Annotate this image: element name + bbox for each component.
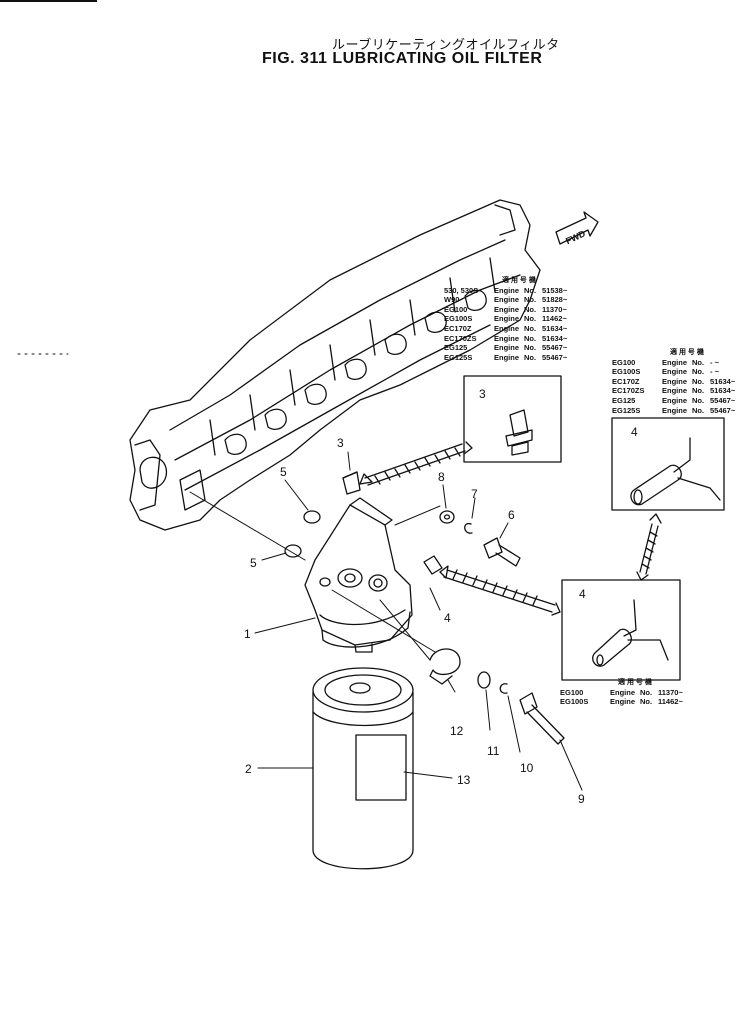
leader-lines	[189, 451, 583, 791]
callout-6: 6	[508, 508, 515, 522]
clamp-part-12	[429, 648, 461, 685]
washer-part-11	[477, 671, 491, 689]
callout-13: 13	[457, 773, 471, 787]
washer-part-8	[439, 510, 455, 524]
washer-part-10	[499, 683, 508, 694]
bolt-part-9	[519, 692, 565, 745]
callout-1: 1	[244, 627, 251, 641]
callout-4-inset-lower: 4	[579, 587, 586, 601]
callout-7: 7	[471, 487, 478, 501]
callout-11: 11	[487, 744, 500, 758]
hatched-arrow-upper	[359, 441, 473, 486]
forward-arrow-icon	[555, 211, 599, 245]
callout-8: 8	[438, 470, 445, 484]
filter-head-part-1	[304, 497, 413, 653]
engine-block-outline	[129, 199, 541, 531]
callout-2: 2	[245, 762, 252, 776]
inset-box-sensor-part-4-upper	[611, 417, 725, 511]
o-ring-part-5-lower	[284, 544, 302, 558]
callout-3: 3	[337, 436, 344, 450]
callout-4-inset-upper: 4	[631, 425, 638, 439]
fitting-part-4	[423, 555, 443, 575]
corner-rule	[0, 0, 97, 2]
inset-box-sensor-part-4-lower	[561, 579, 681, 681]
washer-part-7	[464, 522, 473, 534]
inset-box-switch-part-3	[463, 375, 562, 463]
callout-5-upper: 5	[280, 465, 287, 479]
filter-cartridge-part-2	[312, 667, 414, 870]
fwd-label: FWD	[564, 228, 587, 246]
bolt-part-6	[483, 537, 521, 567]
table-header: 適 用 号 機	[502, 277, 536, 284]
hatched-arrow-middle	[439, 565, 561, 616]
o-ring-part-5-upper	[303, 510, 321, 524]
callout-10: 10	[520, 761, 534, 775]
callout-12: 12	[450, 724, 464, 738]
table-header: 適 用 号 機	[670, 349, 704, 356]
callout-4: 4	[444, 611, 451, 625]
hatched-arrow-vertical	[636, 513, 662, 581]
table-header: 適 用 号 機	[618, 679, 652, 686]
callout-9: 9	[578, 792, 585, 806]
callout-5-lower: 5	[250, 556, 257, 570]
figure-title-japanese: ルーブリケーティングオイルフィルタ	[332, 38, 560, 53]
callout-3-inset: 3	[479, 387, 486, 401]
figure-title: FIG. 311 LUBRICATING OIL FILTER	[262, 50, 543, 67]
plug-part-3	[342, 471, 361, 495]
